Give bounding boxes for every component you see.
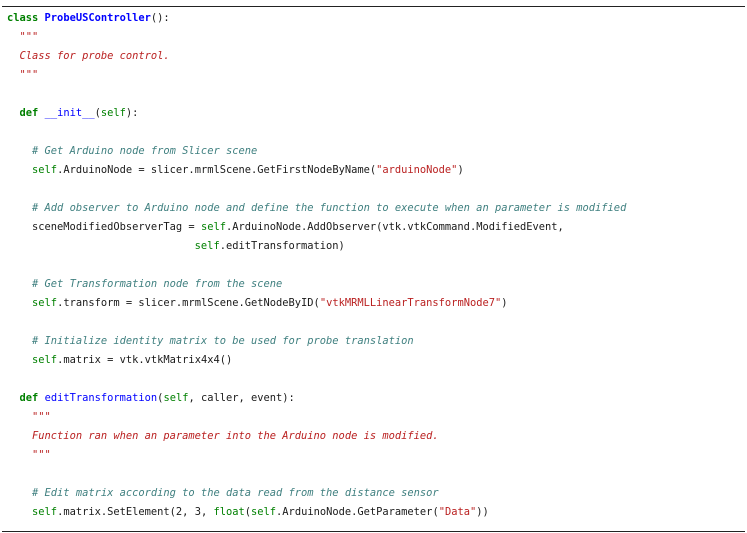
code-token bbox=[7, 278, 32, 290]
code-token bbox=[7, 50, 20, 62]
code-line: self.matrix.SetElement(2, 3, float(self.… bbox=[7, 503, 745, 522]
code-token bbox=[7, 506, 32, 518]
code-line: """ bbox=[7, 66, 745, 85]
code-token: self bbox=[32, 164, 58, 176]
code-token: .ArduinoNode = slicer.mrmlScene.GetFirst… bbox=[57, 164, 377, 176]
code-token: Function ran when an parameter into the … bbox=[32, 430, 439, 442]
code-token: # Get Transformation node from the scene bbox=[32, 278, 283, 290]
code-token: self bbox=[200, 221, 226, 233]
code-token: Class for probe control. bbox=[19, 50, 170, 62]
code-token: self bbox=[32, 297, 58, 309]
code-line: self.transform = slicer.mrmlScene.GetNod… bbox=[7, 294, 745, 313]
code-token: """ bbox=[19, 31, 39, 43]
code-token bbox=[7, 354, 32, 366]
code-line: self.matrix = vtk.vtkMatrix4x4() bbox=[7, 351, 745, 370]
code-line: def __init__(self): bbox=[7, 104, 745, 123]
code-token: "arduinoNode" bbox=[376, 164, 458, 176]
code-token: ( bbox=[244, 506, 252, 518]
code-token bbox=[7, 164, 32, 176]
bottom-rule bbox=[2, 531, 745, 532]
code-token bbox=[7, 107, 20, 119]
code-token: self bbox=[251, 506, 277, 518]
code-token: .ArduinoNode.GetParameter( bbox=[276, 506, 439, 518]
code-token bbox=[7, 449, 32, 461]
code-token: """ bbox=[32, 411, 51, 423]
code-line: # Get Arduino node from Slicer scene bbox=[7, 142, 745, 161]
code-token: def bbox=[19, 392, 39, 404]
code-token bbox=[7, 392, 20, 404]
code-token: """ bbox=[32, 449, 51, 461]
code-line: self.editTransformation) bbox=[7, 237, 745, 256]
code-line bbox=[7, 123, 745, 142]
code-token bbox=[7, 411, 32, 423]
code-token: self bbox=[100, 107, 126, 119]
code-token bbox=[7, 202, 32, 214]
code-line: """ bbox=[7, 446, 745, 465]
code-token: )) bbox=[476, 506, 489, 518]
code-token bbox=[7, 69, 20, 81]
code-token: ( bbox=[157, 392, 164, 404]
code-line: # Add observer to Arduino node and defin… bbox=[7, 199, 745, 218]
code-line: """ bbox=[7, 28, 745, 47]
code-token: "vtkMRMLLinearTransformNode7" bbox=[319, 297, 502, 309]
code-token: .ArduinoNode.AddObserver(vtk.vtkCommand.… bbox=[225, 221, 564, 233]
code-token: .transform = slicer.mrmlScene.GetNodeByI… bbox=[57, 297, 320, 309]
code-token: self bbox=[163, 392, 189, 404]
code-line: """ bbox=[7, 408, 745, 427]
code-line: def editTransformation(self, caller, eve… bbox=[7, 389, 745, 408]
code-token: float bbox=[213, 506, 245, 518]
code-token: .editTransformation) bbox=[219, 240, 345, 252]
code-line: sceneModifiedObserverTag = self.ArduinoN… bbox=[7, 218, 745, 237]
code-line bbox=[7, 313, 745, 332]
code-token: self bbox=[194, 240, 220, 252]
code-token bbox=[7, 430, 32, 442]
code-token: # Edit matrix according to the data read… bbox=[32, 487, 439, 499]
code-token: sceneModifiedObserverTag = bbox=[7, 221, 201, 233]
code-line bbox=[7, 256, 745, 275]
code-line bbox=[7, 85, 745, 104]
code-token bbox=[7, 240, 195, 252]
code-line bbox=[7, 180, 745, 199]
code-token: # Initialize identity matrix to be used … bbox=[32, 335, 414, 347]
code-token: editTransformation bbox=[44, 392, 158, 404]
code-token: class bbox=[7, 12, 39, 24]
code-line: Class for probe control. bbox=[7, 47, 745, 66]
code-line: # Edit matrix according to the data read… bbox=[7, 484, 745, 503]
code-token: "Data" bbox=[438, 506, 477, 518]
code-token: __init__ bbox=[44, 107, 95, 119]
code-token bbox=[7, 145, 32, 157]
code-token: ): bbox=[125, 107, 139, 119]
code-listing: class ProbeUSController(): """ Class for… bbox=[7, 9, 745, 522]
code-token: .matrix.SetElement(2, 3, bbox=[57, 506, 214, 518]
code-token: .matrix = vtk.vtkMatrix4x4() bbox=[57, 354, 233, 366]
code-line: self.ArduinoNode = slicer.mrmlScene.GetF… bbox=[7, 161, 745, 180]
code-token: ProbeUSController bbox=[44, 12, 151, 24]
top-rule bbox=[2, 6, 745, 7]
code-token: """ bbox=[19, 69, 39, 81]
code-token: self bbox=[32, 354, 58, 366]
code-token bbox=[7, 487, 32, 499]
code-line bbox=[7, 370, 745, 389]
code-token: def bbox=[19, 107, 39, 119]
code-line: class ProbeUSController(): bbox=[7, 9, 745, 28]
code-token: # Get Arduino node from Slicer scene bbox=[32, 145, 258, 157]
code-token: ) bbox=[457, 164, 464, 176]
code-line: Function ran when an parameter into the … bbox=[7, 427, 745, 446]
code-token bbox=[7, 335, 32, 347]
code-line bbox=[7, 465, 745, 484]
code-token: ( bbox=[94, 107, 101, 119]
code-token: # Add observer to Arduino node and defin… bbox=[32, 202, 627, 214]
code-token: , caller, event): bbox=[188, 392, 295, 404]
code-line: # Get Transformation node from the scene bbox=[7, 275, 745, 294]
code-token bbox=[7, 31, 20, 43]
code-line: # Initialize identity matrix to be used … bbox=[7, 332, 745, 351]
code-token: (): bbox=[150, 12, 170, 24]
code-token bbox=[7, 297, 32, 309]
code-token: ) bbox=[501, 297, 508, 309]
code-token: self bbox=[32, 506, 58, 518]
